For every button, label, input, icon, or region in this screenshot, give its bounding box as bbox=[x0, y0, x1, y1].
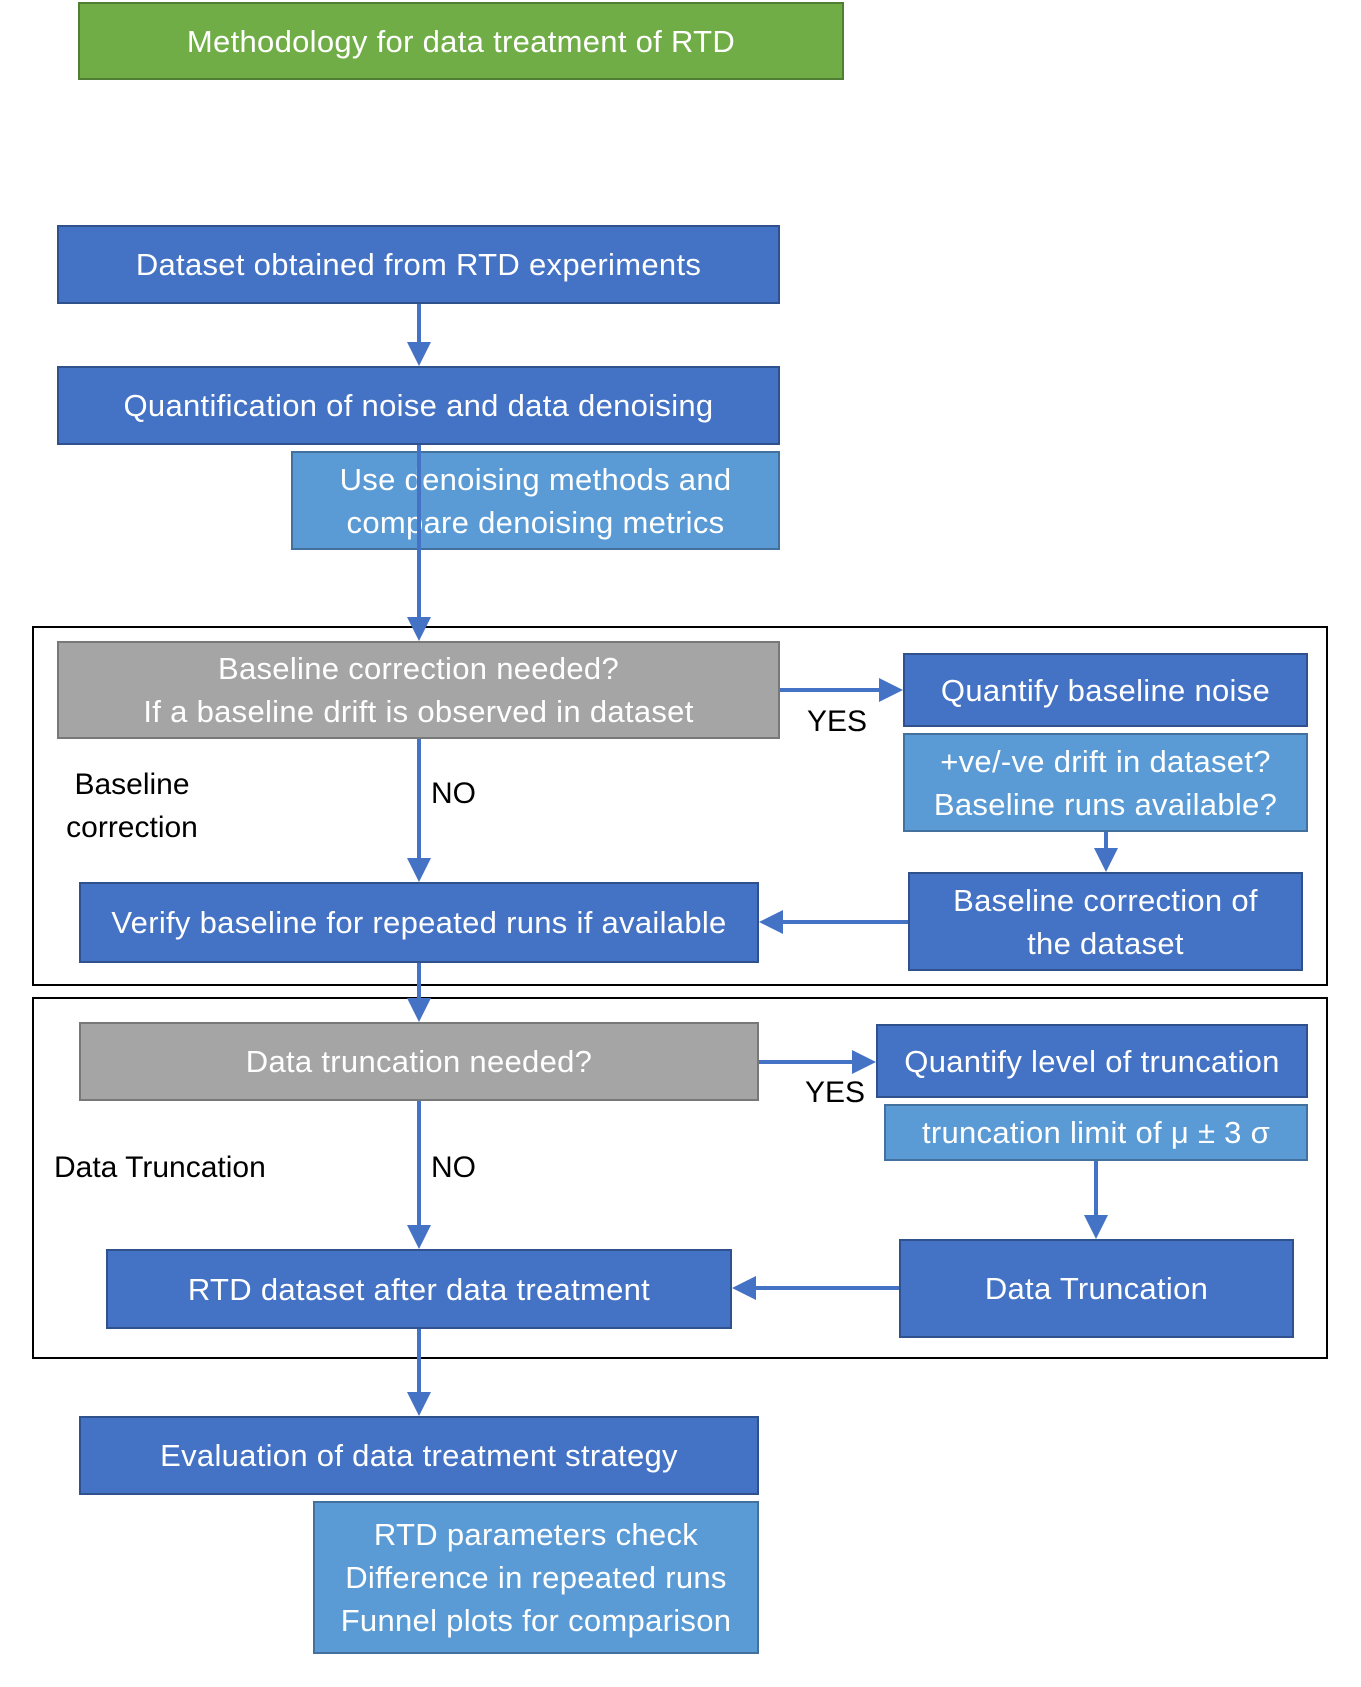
treated-dataset-text: RTD dataset after data treatment bbox=[187, 1271, 651, 1307]
quantify-truncation-box: Quantify level of truncation bbox=[876, 1024, 1308, 1098]
truncation-decision-box: Data truncation needed? bbox=[79, 1022, 759, 1101]
evaluation-text: Evaluation of data treatment strategy bbox=[160, 1438, 678, 1473]
evaluation-note-line-3: Funnel plots for comparison bbox=[340, 1603, 732, 1638]
verify-baseline-box: Verify baseline for repeated runs if ava… bbox=[79, 882, 759, 963]
baseline-section-frame bbox=[32, 626, 1328, 986]
diagram-title: Methodology for data treatment of RTD bbox=[78, 2, 844, 80]
evaluation-note-line-2: Difference in repeated runs bbox=[345, 1560, 727, 1595]
baseline-correction-box: Baseline correction of the dataset bbox=[908, 872, 1303, 971]
baseline-no-label: NO bbox=[431, 777, 476, 810]
truncation-note-box: truncation limit of μ ± 3 σ bbox=[884, 1104, 1308, 1161]
denoise-note-line-2: compare denoising metrics bbox=[346, 504, 725, 540]
baseline-section-label-line-1: Baseline bbox=[74, 768, 190, 801]
baseline-section-label-line-2: correction bbox=[66, 811, 198, 844]
baseline-decision-box: Baseline correction needed? If a baselin… bbox=[57, 641, 780, 739]
baseline-correction-line-1: Baseline correction of bbox=[953, 882, 1258, 918]
denoise-box: Quantification of noise and data denoisi… bbox=[57, 366, 780, 445]
quantify-baseline-box: Quantify baseline noise bbox=[903, 653, 1308, 727]
baseline-note-box: +ve/-ve drift in dataset? Baseline runs … bbox=[903, 733, 1308, 832]
evaluation-note-line-1: RTD parameters check bbox=[373, 1517, 699, 1552]
truncation-section-frame bbox=[32, 997, 1328, 1359]
baseline-decision-line-1: Baseline correction needed? bbox=[217, 651, 620, 686]
denoise-text: Quantification of noise and data denoisi… bbox=[123, 388, 714, 423]
data-truncation-text: Data Truncation bbox=[984, 1271, 1209, 1306]
baseline-note-line-1: +ve/-ve drift in dataset? bbox=[940, 743, 1271, 779]
baseline-decision-line-2: If a baseline drift is observed in datas… bbox=[143, 694, 694, 729]
denoise-note-box: Use denoising methods and compare denois… bbox=[291, 451, 780, 550]
data-truncation-box: Data Truncation bbox=[899, 1239, 1294, 1338]
baseline-yes-label: YES bbox=[807, 705, 868, 738]
baseline-correction-line-2: the dataset bbox=[1027, 925, 1184, 961]
baseline-section-label: Baseline correction bbox=[57, 763, 207, 849]
quantify-truncation-text: Quantify level of truncation bbox=[904, 1043, 1280, 1079]
evaluation-box: Evaluation of data treatment strategy bbox=[79, 1416, 759, 1495]
truncation-decision-text: Data truncation needed? bbox=[245, 1044, 593, 1079]
evaluation-note-box: RTD parameters check Difference in repea… bbox=[313, 1501, 759, 1654]
dataset-box: Dataset obtained from RTD experiments bbox=[57, 225, 780, 304]
truncation-note-text: truncation limit of μ ± 3 σ bbox=[921, 1115, 1271, 1150]
truncation-no-label: NO bbox=[431, 1151, 476, 1184]
truncation-section-label: Data Truncation bbox=[54, 1151, 266, 1184]
truncation-yes-label: YES bbox=[805, 1076, 866, 1109]
denoise-note-line-1: Use denoising methods and bbox=[339, 461, 732, 497]
diagram-title-text: Methodology for data treatment of RTD bbox=[186, 23, 736, 59]
baseline-note-line-2: Baseline runs available? bbox=[933, 786, 1278, 822]
dataset-text: Dataset obtained from RTD experiments bbox=[135, 247, 702, 282]
treated-dataset-box: RTD dataset after data treatment bbox=[106, 1249, 732, 1329]
quantify-baseline-text: Quantify baseline noise bbox=[940, 672, 1271, 708]
verify-baseline-text: Verify baseline for repeated runs if ava… bbox=[111, 905, 727, 940]
